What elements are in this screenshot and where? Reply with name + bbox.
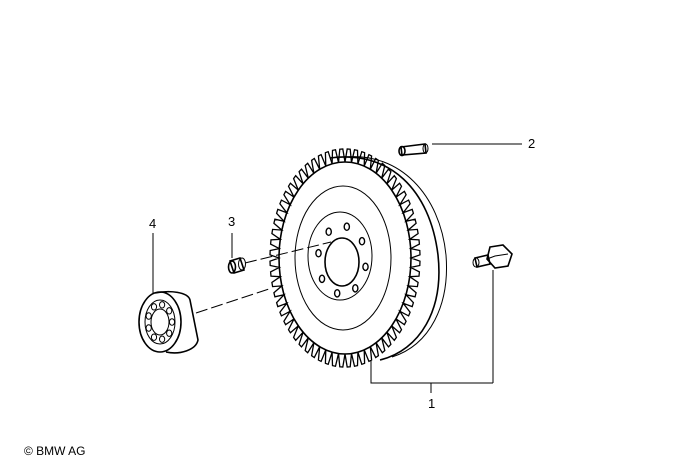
flywheel-bolt-holes	[315, 222, 369, 298]
bolt-hole	[343, 222, 351, 231]
centerline-4	[195, 287, 273, 314]
centerline-3	[244, 241, 332, 264]
ring-gear-teeth	[269, 148, 421, 368]
bolt-hole	[333, 288, 341, 298]
leader-bracket-1	[370, 360, 493, 384]
copyright-notice: © BMW AG	[24, 444, 86, 458]
bolt-hole	[315, 248, 322, 258]
bearing-ball	[159, 335, 166, 343]
bearing-ball	[145, 324, 152, 332]
bearing-ball	[150, 333, 158, 341]
bolt-hole	[362, 262, 369, 272]
bearing-ball	[145, 312, 152, 320]
bolt-hole	[358, 236, 366, 246]
callout-2: 2	[528, 136, 535, 151]
callout-1: 1	[428, 396, 435, 411]
flywheel	[269, 148, 448, 368]
ball-bearing	[138, 290, 199, 354]
flywheel-bolt	[472, 244, 513, 269]
bearing-ball	[159, 301, 166, 309]
bearing-ball	[150, 303, 158, 311]
bearing-ball	[168, 318, 176, 326]
bolt-hole	[351, 283, 359, 293]
bolt-hole	[325, 227, 333, 236]
bearing-balls	[145, 301, 176, 343]
bushing	[227, 257, 246, 274]
bolt-hole	[318, 274, 326, 284]
dowel-pin	[398, 143, 429, 157]
bearing-ball	[166, 307, 173, 315]
callout-4: 4	[149, 216, 156, 231]
flywheel-ring-gear	[269, 148, 421, 368]
bearing-ball	[166, 329, 173, 337]
callout-3: 3	[228, 214, 235, 229]
